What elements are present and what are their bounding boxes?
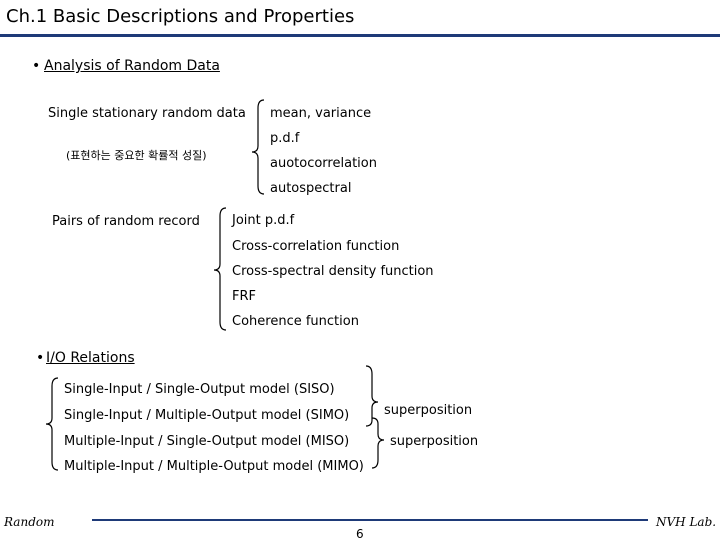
brace-pairs: [213, 207, 227, 331]
brace-io-models: [45, 377, 59, 471]
single-item-autocorrelation: auotocorrelation: [270, 156, 377, 171]
pairs-item-joint-pdf: Joint p.d.f: [232, 213, 295, 228]
footer-right-text: NVH Lab.: [656, 515, 717, 529]
single-item-autospectral: autospectral: [270, 181, 352, 196]
pairs-item-cross-spectral: Cross-spectral density function: [232, 264, 434, 279]
model-siso: Single-Input / Single-Output model (SISO…: [64, 382, 335, 397]
single-data-label: Single stationary random data: [48, 106, 246, 121]
title-divider: [0, 34, 720, 37]
note-superposition-bottom: superposition: [390, 434, 479, 449]
single-item-mean-variance: mean, variance: [270, 106, 372, 121]
single-item-pdf: p.d.f: [270, 131, 300, 146]
page-number: 6: [356, 527, 364, 541]
note-superposition-top: superposition: [384, 403, 473, 418]
section1-bullet: •: [32, 58, 41, 74]
brace-superposition-top: [365, 365, 379, 427]
section1-heading: Analysis of Random Data: [44, 58, 220, 74]
pairs-item-frf: FRF: [232, 289, 256, 304]
model-mimo: Multiple-Input / Multiple-Output model (…: [64, 459, 364, 474]
pairs-item-cross-correlation: Cross-correlation function: [232, 239, 400, 254]
pairs-item-coherence: Coherence function: [232, 314, 359, 329]
brace-single-data: [251, 99, 265, 195]
section2-heading: I/O Relations: [46, 350, 135, 366]
model-miso: Multiple-Input / Single-Output model (MI…: [64, 434, 350, 449]
model-simo: Single-Input / Multiple-Output model (SI…: [64, 408, 350, 423]
korean-note: (표현하는 중요한 확률적 성질): [66, 149, 207, 162]
pairs-label: Pairs of random record: [52, 214, 200, 229]
footer-divider: [92, 519, 648, 521]
brace-superposition-bottom: [371, 417, 385, 469]
page-title: Ch.1 Basic Descriptions and Properties: [6, 6, 355, 27]
footer-left-text: Random: [4, 515, 55, 529]
section2-bullet: •: [36, 350, 45, 366]
